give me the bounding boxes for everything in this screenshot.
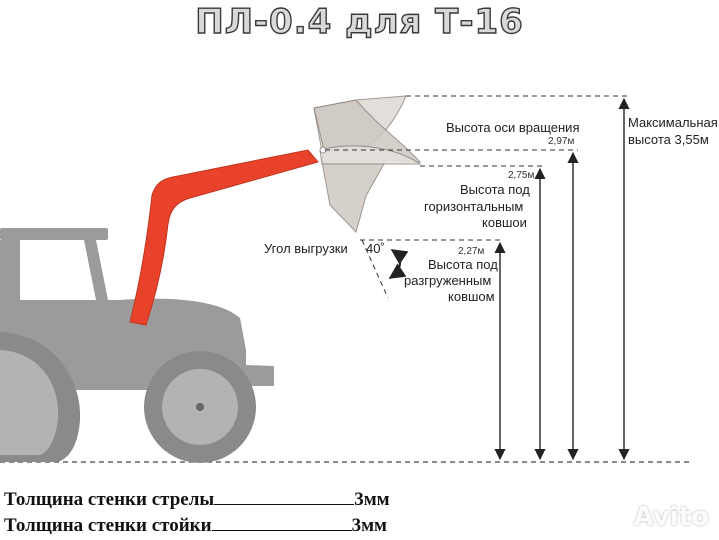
unloaded-height-value: 2,27м [458, 246, 485, 257]
tractor-cab-roof [0, 228, 108, 240]
max-height-label-1: Максимальная [628, 115, 718, 130]
unloaded-height-label-2: разгруженным [404, 273, 492, 288]
tractor-cab-pillar-left [0, 240, 20, 300]
avito-watermark: Avito [633, 502, 709, 532]
tractor [0, 228, 274, 463]
dump-angle-arc [388, 249, 409, 279]
tractor-cab-pillar-right [84, 240, 108, 300]
max-height-label-2: высота [628, 132, 671, 147]
spec-post-wall-label: Толщина стенки стойки [4, 515, 212, 536]
diagram-title: ПЛ-0.4 для Т-16 [195, 1, 524, 42]
horizontal-height-label-1: Высота под [460, 182, 530, 197]
spec-boom-wall-label: Толщина стенки стрелы [4, 489, 215, 510]
spec-post-wall: Толщина стенки стойки 3мм [4, 514, 387, 537]
tractor-rear-rim [0, 350, 59, 455]
pivot-height-value: 2,97м [548, 136, 575, 147]
unloaded-height-label-3: ковшом [448, 289, 495, 304]
loader-boom [129, 149, 319, 326]
pivot-height-label: Высота оси вращения [446, 120, 580, 135]
horizontal-height-value: 2,75м [508, 170, 535, 181]
tractor-front-hub [196, 403, 204, 411]
bucket-dump-position [313, 95, 422, 233]
horizontal-height-label-3: ковшои [482, 215, 527, 230]
max-height-value: 3,55м [674, 132, 709, 147]
horizontal-height-label-2: горизонтальным [424, 199, 524, 214]
unloaded-height-label-1: Высота под [428, 257, 498, 272]
guide-lines [325, 95, 628, 299]
spec-post-wall-value: 3мм [351, 515, 387, 536]
dump-angle-value: 40˚ [366, 241, 385, 256]
dimension-arrows [494, 97, 630, 461]
spec-boom-wall: Толщина стенки стрелы 3мм [4, 488, 390, 511]
spec-boom-wall-value: 3мм [354, 489, 390, 510]
dump-angle-label: Угол выгрузки [264, 241, 348, 256]
